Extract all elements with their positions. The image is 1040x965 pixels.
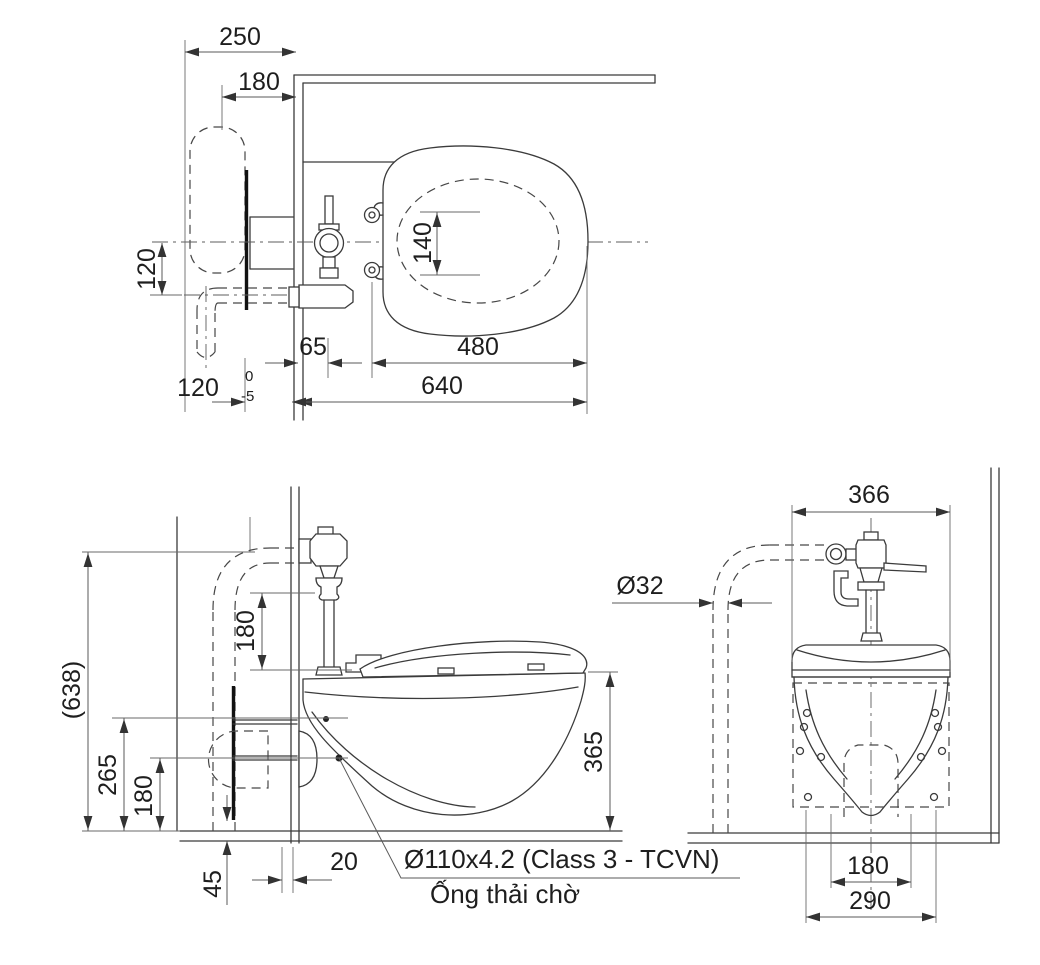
front-dimensions: 366 Ø32 180 290 <box>612 481 951 923</box>
tank-housing-plan <box>249 216 294 270</box>
dim-180-holes: 180 <box>130 775 158 817</box>
bowl-side <box>302 672 586 816</box>
dim-120-tol-lower: -5 <box>241 388 254 405</box>
concealed-cistern-side <box>207 730 269 789</box>
supply-pipe-plan <box>196 287 293 359</box>
seat-inner-dashed <box>396 178 560 304</box>
flush-valve-side <box>298 526 348 676</box>
flush-valve-plan <box>288 195 354 309</box>
bowl-front <box>792 676 950 817</box>
dim-180-offset: 180 <box>238 68 280 96</box>
plan-dimensions: 250 180 120 140 65 <box>133 23 588 414</box>
dim-65: 65 <box>299 333 327 361</box>
wall-front <box>990 467 1000 844</box>
dim-32: Ø32 <box>616 572 663 600</box>
side-dimensions: (638) 265 180 180 365 <box>58 551 740 909</box>
dim-120-vertical: 120 <box>133 248 161 290</box>
fixing-bolts-side <box>232 719 298 761</box>
dim-120-tol-upper: 0 <box>245 368 253 385</box>
seat-side <box>345 640 588 678</box>
dim-290: 290 <box>849 887 891 915</box>
valve-lever <box>883 562 927 573</box>
drain-flange-side <box>298 730 318 788</box>
flush-valve-front <box>825 531 927 642</box>
floor-front <box>687 832 1000 844</box>
supply-pipe-front <box>712 544 826 833</box>
plan-view: 250 180 120 140 65 <box>133 23 656 421</box>
seat-plan <box>363 145 589 337</box>
drain-note-label: Ống thải chờ <box>430 879 580 909</box>
drain-spec-label: Ø110x4.2 (Class 3 - TCVN) <box>404 844 719 874</box>
drain-leader-line <box>338 757 740 879</box>
vacuum-breaker-bracket <box>833 570 859 607</box>
front-view: 366 Ø32 180 290 <box>612 467 1000 923</box>
dim-120-back: 120 <box>177 374 219 402</box>
hinge-bolt-bottom <box>363 261 381 279</box>
dim-640: 640 <box>421 372 463 400</box>
dim-366: 366 <box>848 481 890 509</box>
dim-480: 480 <box>457 333 499 361</box>
dim-250: 250 <box>219 23 261 51</box>
dim-638: (638) <box>58 661 86 719</box>
dim-180-front: 180 <box>847 852 889 880</box>
dim-45: 45 <box>199 870 227 898</box>
dim-265: 265 <box>94 754 122 796</box>
dim-20: 20 <box>330 848 358 876</box>
drain-arch-dashed <box>843 744 899 817</box>
dim-140: 140 <box>409 222 437 264</box>
side-view: (638) 265 180 180 365 <box>58 486 740 909</box>
dim-180-inlet: 180 <box>232 610 260 652</box>
dim-365: 365 <box>580 731 608 773</box>
concealed-cistern-plan <box>189 126 246 274</box>
bolt-point <box>323 716 329 722</box>
wall-side <box>290 486 300 844</box>
hinge-bolt-top <box>363 206 381 224</box>
floor-side <box>179 830 623 842</box>
tank-front <box>791 644 951 678</box>
mounting-frame-dashed <box>792 682 950 808</box>
